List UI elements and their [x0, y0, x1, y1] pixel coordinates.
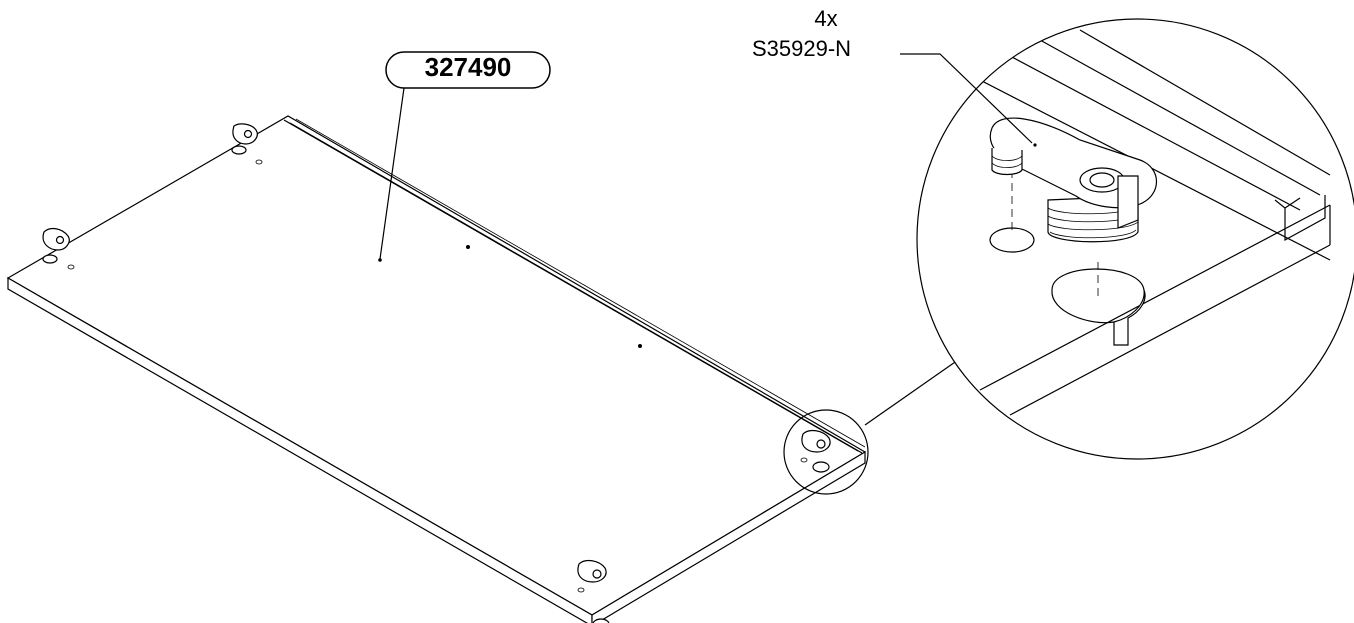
detail-leader-line — [864, 359, 959, 426]
hardware-leader-line — [900, 53, 1033, 144]
cam-lock-left — [42, 227, 75, 270]
cam-lock-bottom — [577, 559, 610, 623]
cam-lock-top-left — [231, 123, 263, 165]
hardware-quantity-label: 4x — [814, 6, 838, 31]
part-number-callout — [379, 51, 551, 260]
hardware-code-label: S35929-N — [752, 36, 852, 61]
detail-magnified-view — [916, 18, 1354, 460]
pin-hole — [378, 258, 382, 262]
cam-lock-fitting — [989, 117, 1157, 243]
pin-hole — [466, 245, 470, 249]
detail-marker-circle — [783, 409, 869, 495]
part-number-label: 327490 — [424, 52, 512, 82]
pin-hole — [638, 344, 642, 348]
panel-board — [6, 115, 867, 623]
cam-lock-right — [800, 429, 831, 473]
